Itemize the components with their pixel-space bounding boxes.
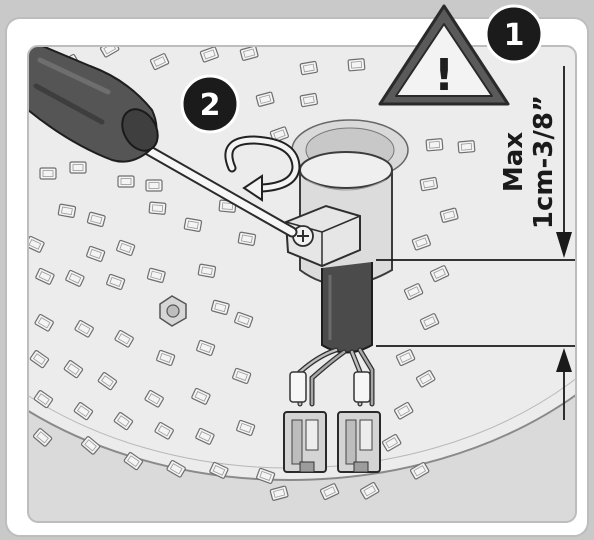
- mounting-nut: [159, 295, 187, 327]
- connector-right: [337, 411, 381, 473]
- warning-triangle-icon: !: [378, 4, 510, 106]
- led-slot: [117, 175, 135, 188]
- rotation-arrow-icon: [224, 135, 301, 202]
- led-slot: [145, 179, 163, 192]
- dimension-label: Max 1cm-3/8”: [499, 95, 559, 229]
- step-1-badge: 1: [484, 4, 544, 64]
- led-slot: [237, 231, 257, 247]
- led-slot: [69, 161, 87, 174]
- led-slot: [299, 60, 319, 76]
- led-slot: [347, 58, 366, 72]
- warning-glyph: !: [434, 50, 454, 101]
- step-1-label: 1: [504, 18, 525, 53]
- led-slot: [148, 201, 167, 215]
- step-2-label: 2: [200, 88, 221, 123]
- led-slot: [457, 140, 476, 154]
- step-2-badge: 2: [180, 74, 240, 134]
- dimension-arrows: [556, 232, 572, 372]
- led-slot: [425, 138, 444, 152]
- cable: [321, 262, 373, 354]
- led-slot: [197, 263, 217, 279]
- dimension-value: 1cm-3/8”: [529, 95, 559, 229]
- led-slot: [57, 203, 77, 219]
- connector-left: [283, 411, 327, 473]
- led-slot: [183, 217, 203, 233]
- led-slot: [299, 92, 319, 108]
- led-slot: [419, 176, 439, 192]
- dimension-max: Max: [499, 132, 529, 192]
- cable-gland: [284, 151, 393, 286]
- screwdriver-icon: [28, 46, 298, 238]
- wire-ferrules: [289, 371, 371, 403]
- dimension-guides: [376, 66, 576, 420]
- led-slot: [39, 167, 57, 180]
